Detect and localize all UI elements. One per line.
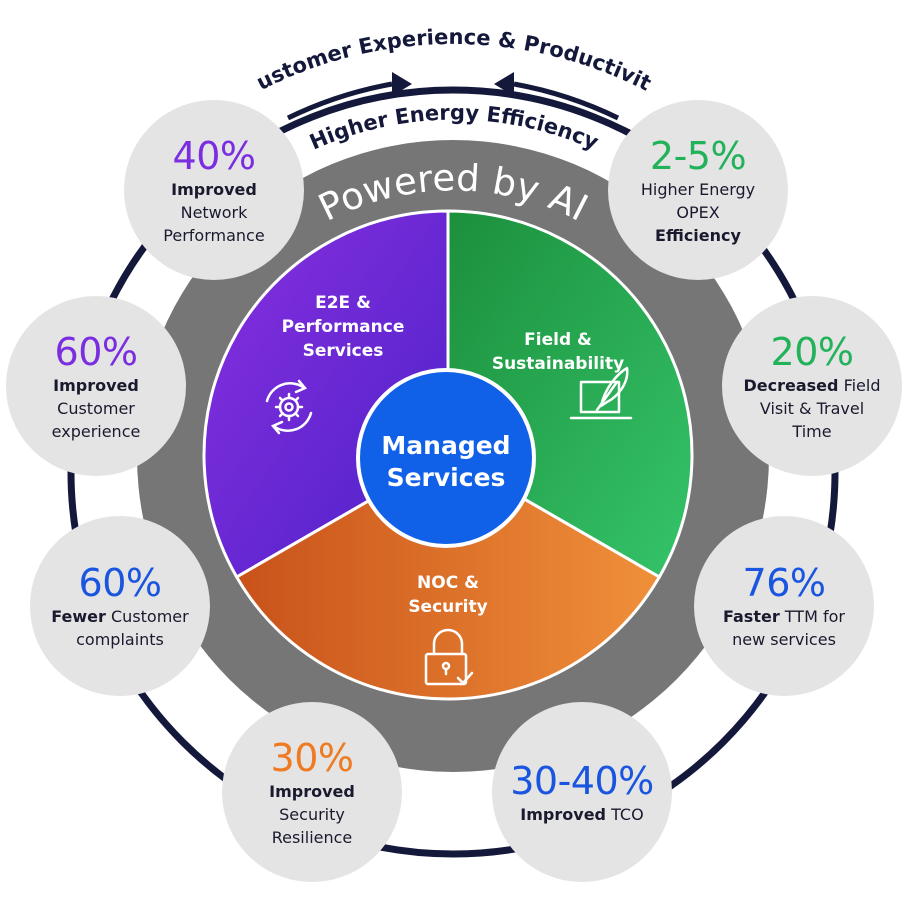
segment-label-e2e-2: Performance (282, 317, 405, 337)
metric-description-line: Time (792, 420, 831, 443)
metric-emphasis: Improved (171, 179, 257, 199)
metric-emphasis: Faster (723, 607, 780, 626)
metric-value: 60% (54, 329, 138, 374)
metric-value: 2-5% (649, 133, 747, 178)
metric-description-line: Fewer Customer (51, 605, 188, 628)
metric-emphasis: Fewer (51, 607, 106, 626)
segment-label-field-1: Field & (524, 330, 592, 350)
center-label-line1: Managed (381, 431, 510, 460)
laptop-leaf-icon (569, 366, 633, 420)
segment-label-noc-1: NOC & (417, 573, 479, 593)
arrow-right-arc (513, 81, 620, 121)
metric-text: OPEX (676, 202, 720, 222)
metric-description-line: Security (279, 803, 345, 826)
arrow-right-head (494, 72, 514, 96)
metric-text: Security (279, 804, 345, 824)
metric-emphasis: Efficiency (655, 225, 741, 245)
metric-description-line: Higher Energy (641, 178, 755, 201)
metric-text: Customer (57, 398, 135, 418)
metric-description-line: Faster TTM for (723, 605, 845, 628)
metric-text: Network (180, 202, 248, 222)
metric-description-line: Network (181, 201, 248, 224)
metric-description-line: Improved (171, 178, 257, 201)
metric-description-line: new services (732, 628, 836, 651)
segment-label-field-2: Sustainability (492, 354, 624, 374)
metric-text: Field (838, 375, 881, 395)
metric-description-line: experience (52, 420, 141, 443)
metric-value: 30-40% (510, 758, 654, 803)
top-arc-outer-text: Customer Experience & Productivity (0, 0, 655, 96)
metric-description-line: Visit & Travel (760, 397, 864, 420)
metric-value: 40% (172, 133, 256, 178)
metric-description-line: Resilience (272, 826, 353, 849)
segment-label-noc-2: Security (408, 597, 487, 617)
segment-label-e2e-1: E2E & (315, 293, 371, 313)
metric-text: TCO (606, 804, 644, 824)
metric-text: Time (792, 421, 832, 441)
metric-value: 60% (78, 561, 162, 605)
metric-emphasis: Improved (53, 375, 139, 395)
metric-text: Visit & Travel (759, 398, 865, 418)
segment-label-e2e-3: Services (303, 341, 384, 361)
metric-description-line: complaints (76, 628, 164, 651)
segment-noc (234, 453, 662, 701)
gear-cycle-icon (265, 379, 313, 435)
metric-description-line: Customer (57, 397, 135, 420)
padlock-check-icon (424, 628, 474, 686)
metric-description-line: Improved (53, 374, 139, 397)
metric-description-line: OPEX (676, 201, 719, 224)
metric-text: Performance (163, 225, 265, 245)
metric-description-line: Decreased Field (744, 374, 881, 397)
metric-bubble-tco: 30-40%Improved TCO (492, 702, 672, 882)
metric-value: 20% (770, 329, 854, 374)
metric-text: Resilience (271, 827, 353, 847)
metric-emphasis: Improved (269, 781, 355, 801)
arrow-left-arc (286, 81, 393, 121)
metric-description-line: Improved (269, 780, 355, 803)
metric-description-line: Performance (163, 224, 264, 247)
metric-emphasis: Improved (520, 804, 606, 824)
metric-value: 30% (270, 735, 354, 780)
metric-text: Customer (105, 607, 189, 626)
arrow-left-head (392, 72, 412, 96)
metric-text: new services (732, 630, 836, 649)
metric-emphasis: Decreased (743, 375, 839, 395)
metric-description-line: Improved TCO (520, 803, 643, 826)
metric-text: TTM for (779, 607, 845, 626)
metric-text: complaints (76, 630, 164, 649)
metric-description-line: Efficiency (655, 224, 741, 247)
center-circle (356, 368, 536, 548)
metric-value: 76% (742, 561, 826, 605)
metric-text: Higher Energy (640, 179, 756, 199)
center-label-line2: Services (387, 463, 506, 492)
metric-text: experience (51, 421, 141, 441)
